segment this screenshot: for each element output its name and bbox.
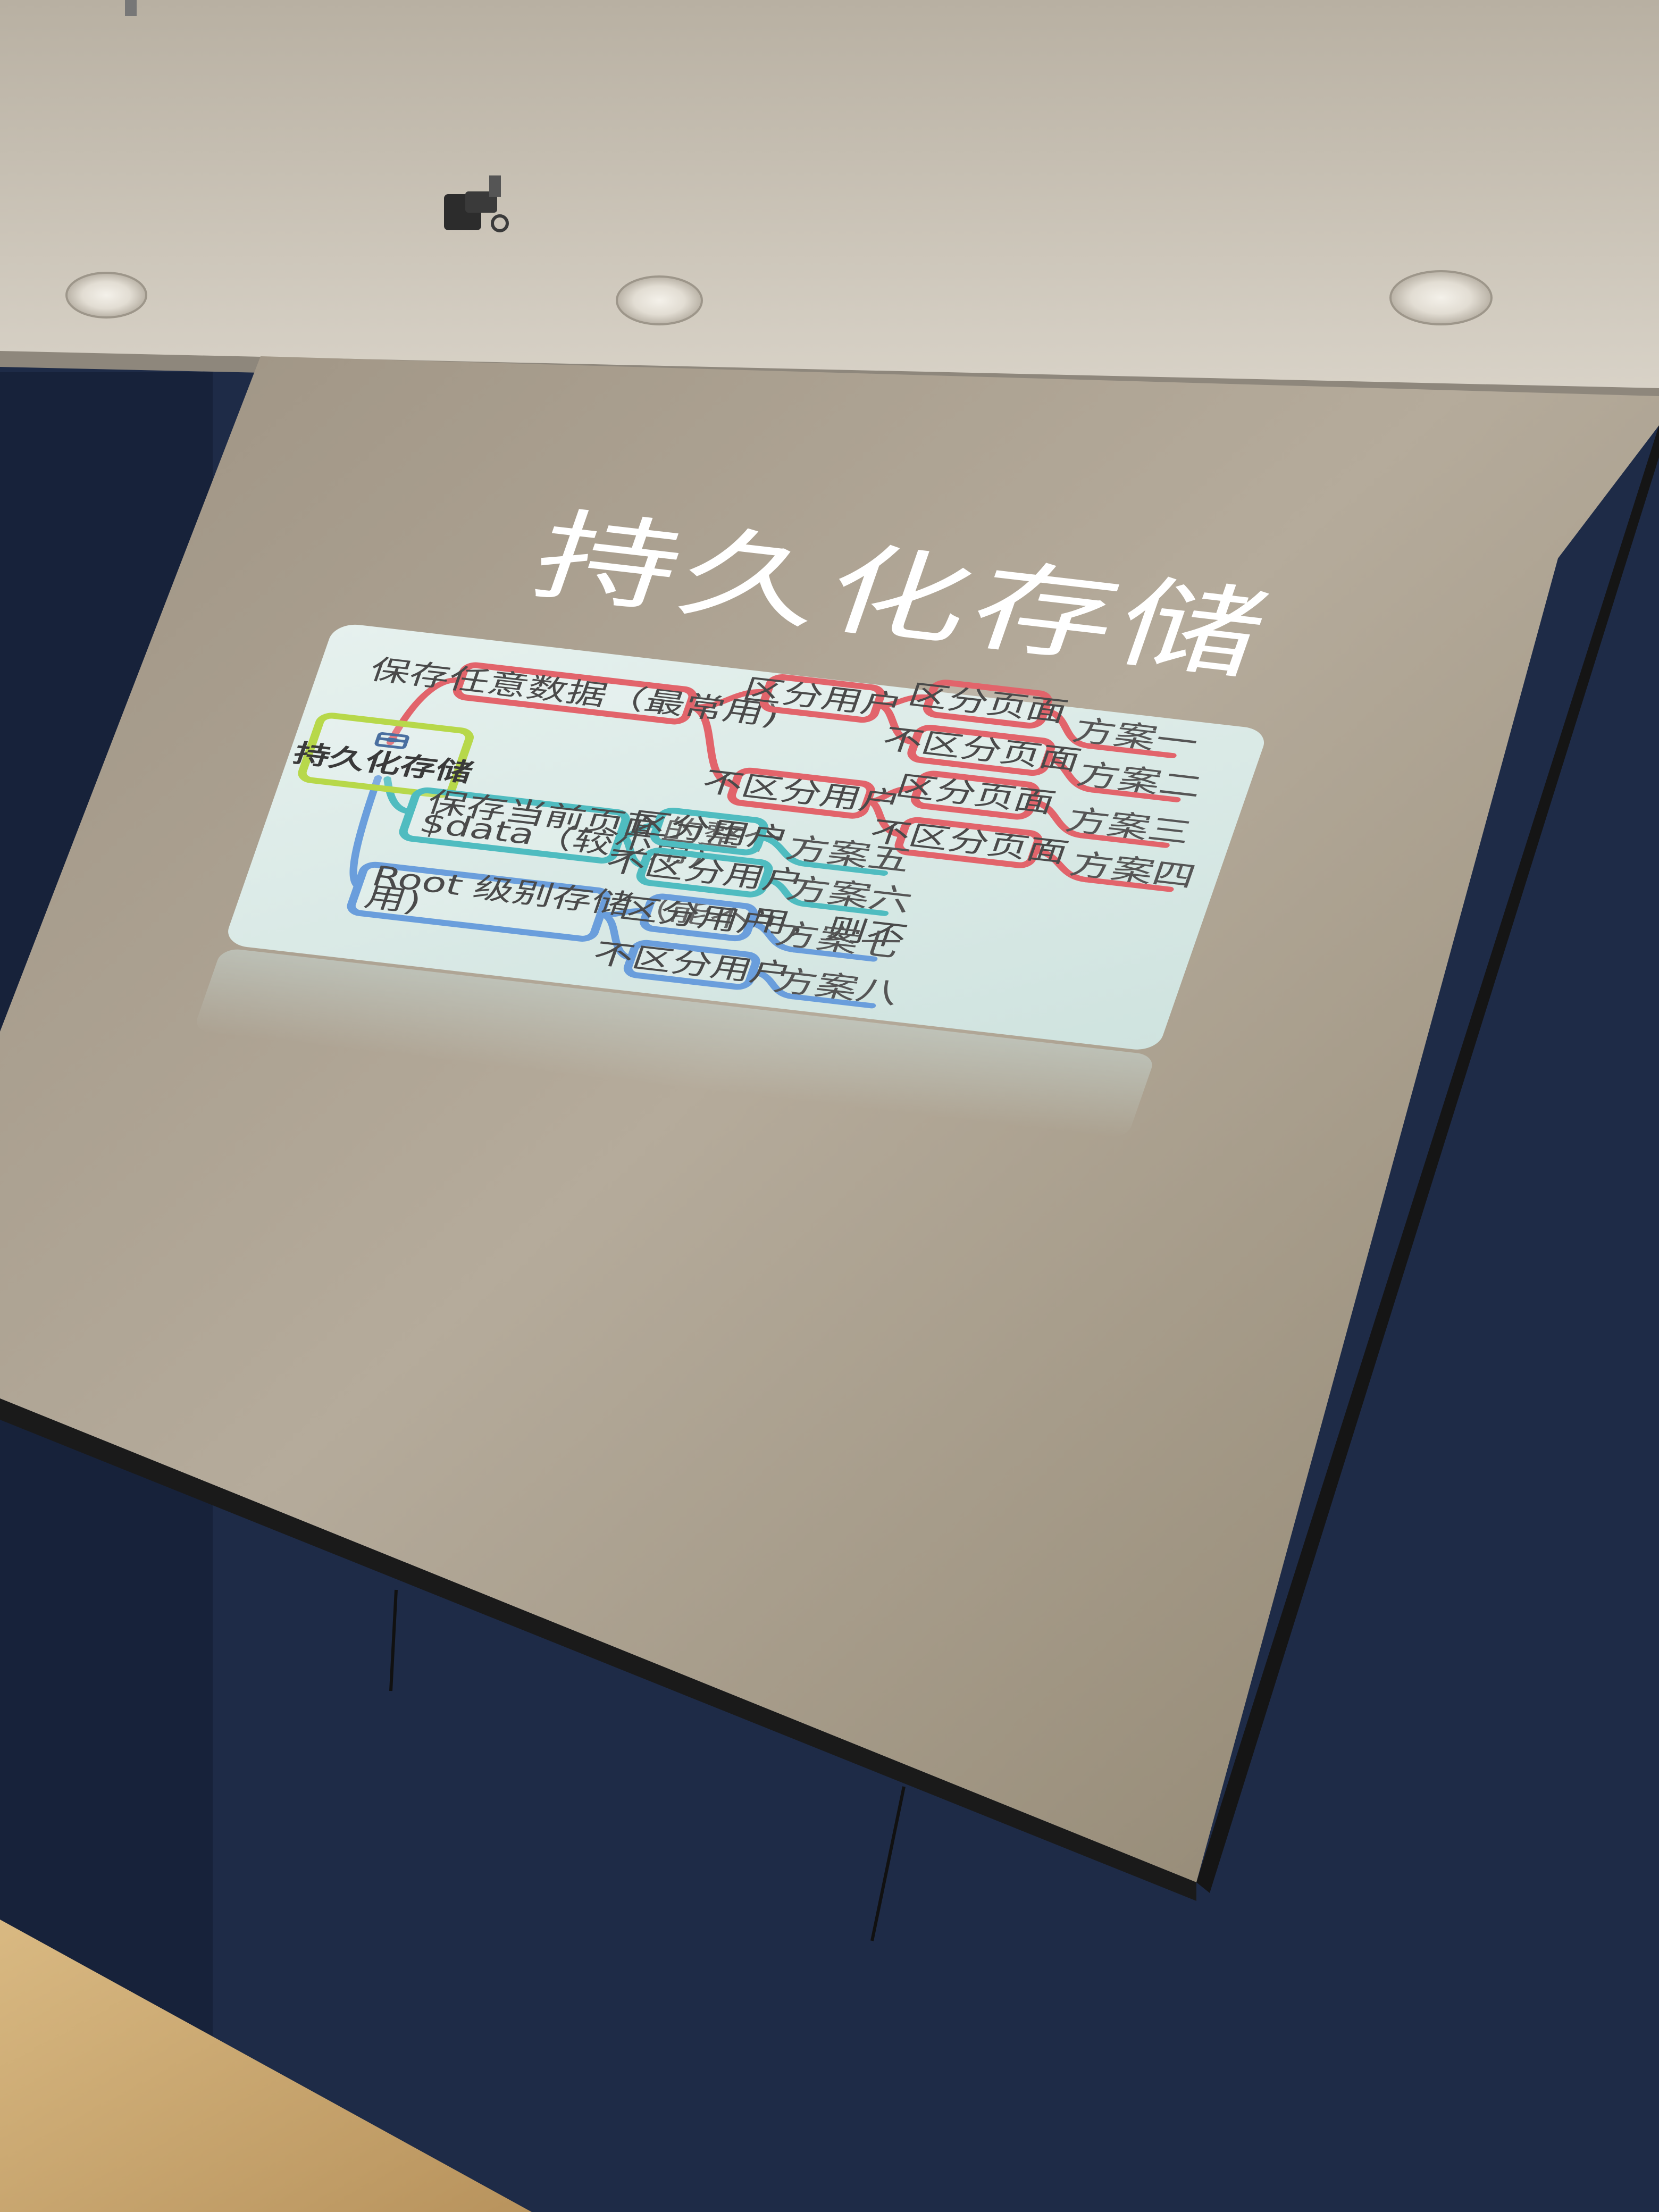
projector-icon: [444, 175, 509, 232]
edge-user-nopage: [874, 702, 919, 745]
screen-bottom-border: [0, 1398, 1196, 1901]
edge-nouser-nopage: [864, 798, 907, 838]
ceiling-light-left: [65, 272, 147, 319]
branch3-label-line2: 用): [361, 881, 426, 919]
ceiling-light-right: [1389, 270, 1493, 325]
ceiling-hook: [125, 0, 137, 16]
root-node: 持久化存储: [289, 713, 477, 798]
edge-root-branch3: [349, 775, 382, 889]
edge-plan6: [761, 877, 809, 907]
edge-plan5: [757, 834, 809, 867]
edge-branch3-nouser: [597, 911, 635, 961]
wooden-floor: [0, 1920, 532, 2212]
edge-branch1-user: [685, 689, 772, 710]
edge-plan2: [1043, 755, 1097, 793]
edge-plan4: [1031, 848, 1090, 883]
edge-plan7: [746, 920, 799, 953]
branch3-user-node: 区分用户: [615, 892, 783, 942]
screen-string: [870, 1786, 906, 1941]
screen-string: [389, 1589, 398, 1691]
branch1-user-nopage-node: 不区分页面: [878, 723, 1085, 776]
screen-right-border: [1196, 425, 1659, 1893]
edge-plan8: [749, 969, 797, 1000]
ceiling: [0, 0, 1659, 396]
archive-icon: [374, 732, 409, 749]
slide-panel: [228, 624, 1264, 1050]
projected-slide: 持久化存储: [197, 498, 1287, 1137]
edge-branch1-nouser: [685, 703, 739, 789]
ceiling-light-center: [616, 275, 703, 325]
edge-plan3: [1028, 799, 1086, 839]
slide-reflection: [197, 949, 1152, 1137]
edge-plan1: [1041, 708, 1093, 749]
